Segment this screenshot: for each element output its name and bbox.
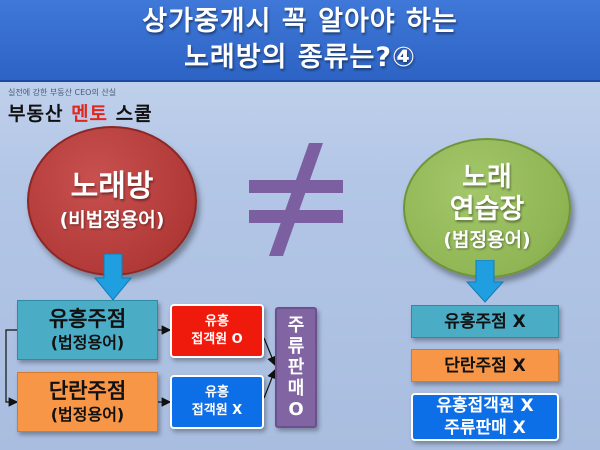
right-entertainment-bar-box: 유흥주점 X (411, 305, 559, 338)
down-arrow-right-icon (466, 260, 504, 303)
danran-bar-box: 단란주점 (법정용어) (17, 372, 158, 432)
liquor-char: 매 (287, 378, 305, 399)
hostess-no-line-2: 접객원 X (191, 403, 243, 418)
liquor-char: 판 (287, 357, 305, 378)
hostess-yes-line-1: 유흥 (205, 314, 229, 329)
danran-bar-note: (법정용어) (50, 405, 125, 424)
danran-bar-label: 단란주점 (48, 379, 127, 403)
hostess-no-box: 유흥 접객원 X (170, 375, 264, 429)
liquor-char: O (288, 399, 304, 420)
title-line-2: 노래방의 종류는?④ (184, 42, 416, 73)
singing-room-circle: 노래 연습장 (법정용어) (403, 138, 571, 278)
entertainment-bar-label: 유흥주점 (48, 307, 127, 331)
title-bar: 상가중개시 꼭 알아야 하는 노래방의 종류는?④ (0, 0, 600, 82)
brand-suffix: 스쿨 (108, 103, 153, 125)
hostess-no-line-1: 유흥 (205, 385, 229, 400)
entertainment-bar-note: (법정용어) (50, 333, 125, 352)
liquor-char: 류 (287, 336, 305, 357)
right-danran-bar-label: 단란주점 X (444, 355, 526, 376)
karaoke-circle-subtitle: (비법정용어) (59, 209, 165, 231)
brand-prefix: 부동산 (8, 103, 72, 125)
right-danran-bar-box: 단란주점 X (411, 349, 559, 382)
singing-room-subtitle: (법정용어) (443, 229, 531, 251)
not-equal-icon (249, 143, 343, 256)
singing-room-title-2: 연습장 (449, 194, 525, 225)
right-restrictions-line-2: 주류판매 X (444, 418, 526, 438)
brand-logo: 부동산 멘토 스쿨 (8, 99, 153, 126)
karaoke-circle-title: 노래방 (70, 169, 154, 204)
liquor-char: 주 (287, 315, 305, 336)
hostess-yes-line-2: 접객원 O (191, 332, 243, 347)
brand-subtitle: 실전에 강한 부동산 CEO의 산실 (8, 88, 117, 97)
right-entertainment-bar-label: 유흥주점 X (444, 311, 526, 332)
brand-accent: 멘토 (71, 103, 109, 125)
liquor-sales-box: 주 류 판 매 O (275, 307, 317, 428)
hostess-yes-box: 유흥 접객원 O (170, 304, 264, 358)
karaoke-circle: 노래방 (비법정용어) (27, 126, 197, 276)
singing-room-title-1: 노래 (462, 162, 512, 193)
entertainment-bar-box: 유흥주점 (법정용어) (17, 300, 158, 360)
title-line-1: 상가중개시 꼭 알아야 하는 (142, 6, 458, 37)
right-restrictions-box: 유흥접객원 X 주류판매 X (411, 393, 559, 441)
right-restrictions-line-1: 유흥접객원 X (436, 396, 534, 416)
down-arrow-left-icon (94, 254, 132, 301)
